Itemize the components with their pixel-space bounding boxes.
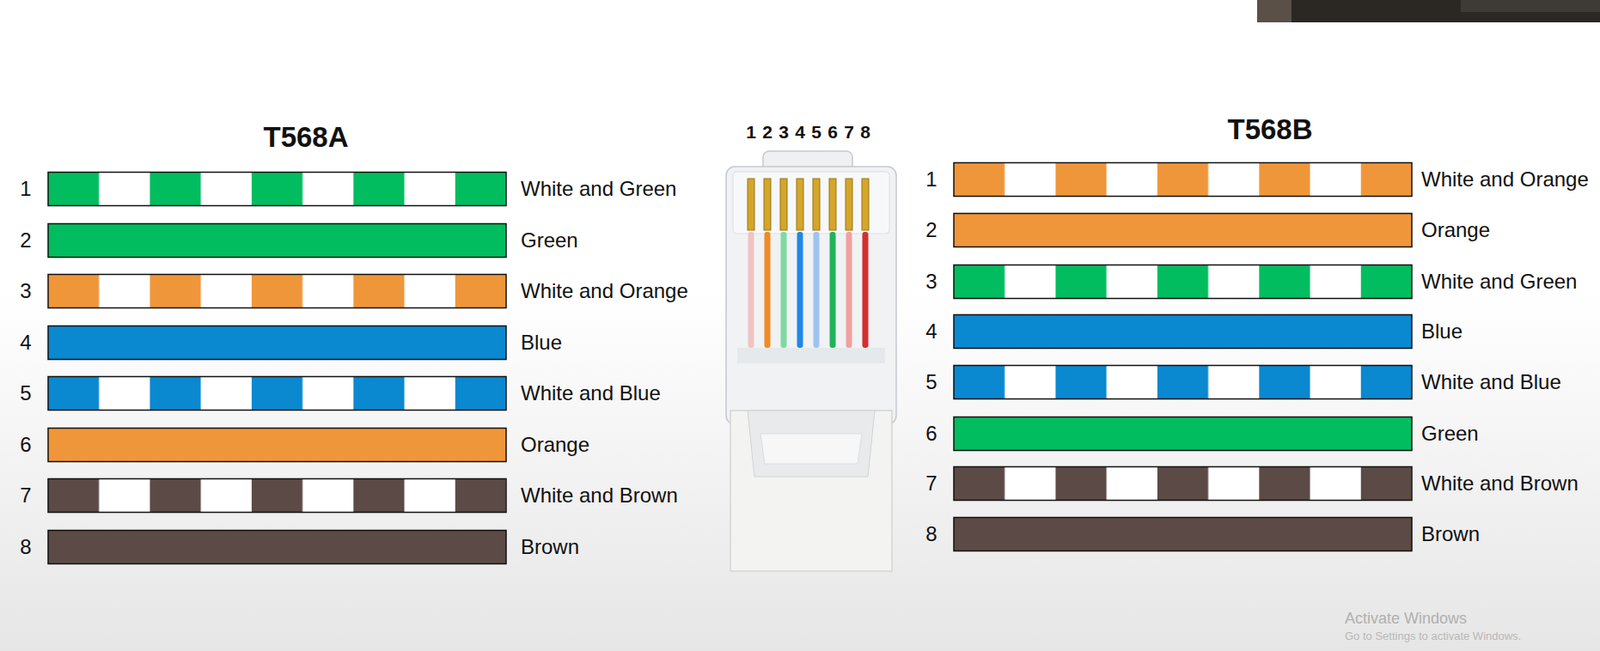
row-number: 6 [19, 433, 31, 458]
watermark: Activate Windows [1344, 610, 1467, 629]
standard-title: T568A [262, 121, 349, 154]
watermark: Go to Settings to activate Windows. [1344, 630, 1521, 644]
wire-color-name: Brown [520, 535, 580, 560]
pin-number: 5 [811, 122, 822, 143]
video-thumbnail [1257, 0, 1292, 23]
t568a-bars [48, 172, 507, 565]
plug-latch [747, 410, 875, 477]
wire-bar [48, 224, 507, 258]
pin-number: 4 [794, 122, 806, 143]
standard-title: T568B [1227, 113, 1313, 147]
wire-bar [953, 213, 1412, 248]
wire-clamp [737, 348, 886, 364]
wire-bar [48, 377, 507, 411]
plug-head [726, 166, 897, 425]
plug-wires [748, 232, 869, 349]
wire-color-name: White and Green [520, 177, 677, 202]
pin-number: 3 [778, 122, 789, 143]
wire-bar [953, 315, 1412, 349]
t568b-bars [953, 163, 1412, 552]
wire-bar [953, 163, 1412, 197]
wire-bar [953, 467, 1412, 501]
wire-bar [953, 265, 1412, 300]
wire-bar [48, 172, 507, 207]
row-number: 5 [925, 370, 937, 395]
row-number: 8 [925, 522, 937, 547]
wire-bar [953, 518, 1412, 552]
video-thumbnail [1460, 0, 1600, 13]
wire-color-name: White and Brown [1421, 471, 1579, 496]
row-number: 7 [925, 471, 937, 496]
row-number: 1 [925, 167, 937, 192]
plug-boot [730, 410, 892, 572]
video-thumbnail [1257, 0, 1600, 23]
wire-color-name: White and Green [1421, 269, 1577, 294]
wire-color-name: White and Orange [520, 279, 689, 304]
row-number: 5 [19, 381, 31, 406]
row-number: 7 [19, 483, 31, 508]
wire-color-name: Blue [1421, 319, 1463, 344]
row-number: 4 [925, 319, 937, 344]
row-number: 4 [19, 330, 31, 355]
wire-bar [48, 428, 507, 463]
rj45-plug [726, 151, 897, 572]
row-number: 1 [19, 177, 31, 202]
wire-color-name: Blue [520, 330, 562, 355]
wire-color-name: White and Orange [1421, 167, 1589, 192]
wire-bar [953, 417, 1412, 452]
row-number: 2 [925, 218, 937, 243]
row-number: 3 [925, 269, 937, 294]
wire-bar [48, 531, 507, 565]
row-number: 3 [19, 279, 31, 304]
wire-color-name: Orange [1421, 218, 1491, 243]
plug-window [732, 171, 890, 234]
pin-number: 8 [860, 122, 871, 143]
wire-color-name: Green [520, 228, 579, 253]
wire-bar [48, 479, 507, 513]
wire-bar [48, 274, 507, 309]
pin-number: 2 [762, 122, 773, 143]
row-number: 8 [19, 535, 31, 560]
pin-number: 7 [843, 122, 855, 143]
wire-bar [953, 366, 1412, 400]
row-number: 2 [19, 228, 31, 253]
plug-latch [760, 433, 862, 465]
wire-color-name: White and Brown [520, 483, 678, 508]
pin-number: 6 [827, 122, 838, 143]
row-number: 6 [925, 421, 937, 446]
contacts [747, 178, 869, 231]
wire-color-name: White and Blue [520, 381, 661, 406]
wire-color-name: Green [1421, 421, 1479, 446]
wire-color-name: Brown [1421, 522, 1480, 547]
wire-color-name: White and Blue [1421, 370, 1562, 395]
pin-number: 1 [745, 122, 757, 143]
wire-color-name: Orange [520, 433, 590, 458]
wire-bar [48, 326, 507, 361]
